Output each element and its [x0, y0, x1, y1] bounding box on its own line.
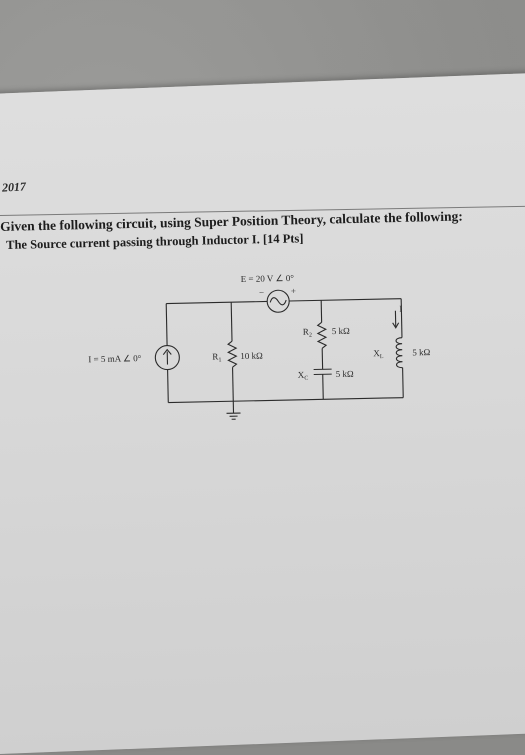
capacitor-xc [314, 369, 332, 374]
svg-text:R1: R1 [212, 351, 221, 363]
wire-right-bottom [403, 368, 404, 398]
r2-value: 5 kΩ [332, 326, 350, 336]
resistor-r1 [228, 341, 237, 367]
current-source [155, 345, 179, 369]
svg-text:XL: XL [373, 348, 384, 360]
wire-bottom [168, 398, 403, 403]
inductor-xl [396, 338, 403, 368]
r2-sub: 2 [309, 333, 312, 339]
resistor-r2 [318, 322, 327, 348]
r1-value: 10 kΩ [240, 351, 263, 361]
wire-left-top [166, 304, 167, 346]
xc-sub: C [304, 376, 308, 382]
voltage-source-label: E = 20 V ∠ 0° [241, 273, 295, 284]
wire-xc-bottom [323, 374, 324, 399]
svg-text:XC: XC [298, 370, 309, 382]
wire-left-bottom [168, 370, 169, 403]
inductor-current-label: I [399, 304, 402, 314]
current-source-label: I = 5 mA ∠ 0° [88, 353, 142, 364]
xc-value: 5 kΩ [336, 369, 354, 379]
svg-text:R2: R2 [303, 327, 312, 339]
voltage-plus-sign: + [291, 286, 296, 296]
circuit-diagram: E = 20 V ∠ 0° − + I = 5 mA ∠ 0° R1 10 kΩ… [0, 0, 525, 700]
xl-sub: L [380, 354, 384, 360]
wire-r1-bottom [233, 367, 234, 401]
xl-value: 5 kΩ [412, 347, 430, 357]
wire-top-left [166, 301, 267, 303]
wire-top-right [289, 299, 401, 301]
voltage-minus-sign: − [259, 288, 264, 298]
r1-sub: 1 [218, 357, 221, 363]
voltage-source [267, 290, 289, 312]
wire-r1-top [231, 302, 232, 341]
ground-symbol [227, 413, 241, 419]
